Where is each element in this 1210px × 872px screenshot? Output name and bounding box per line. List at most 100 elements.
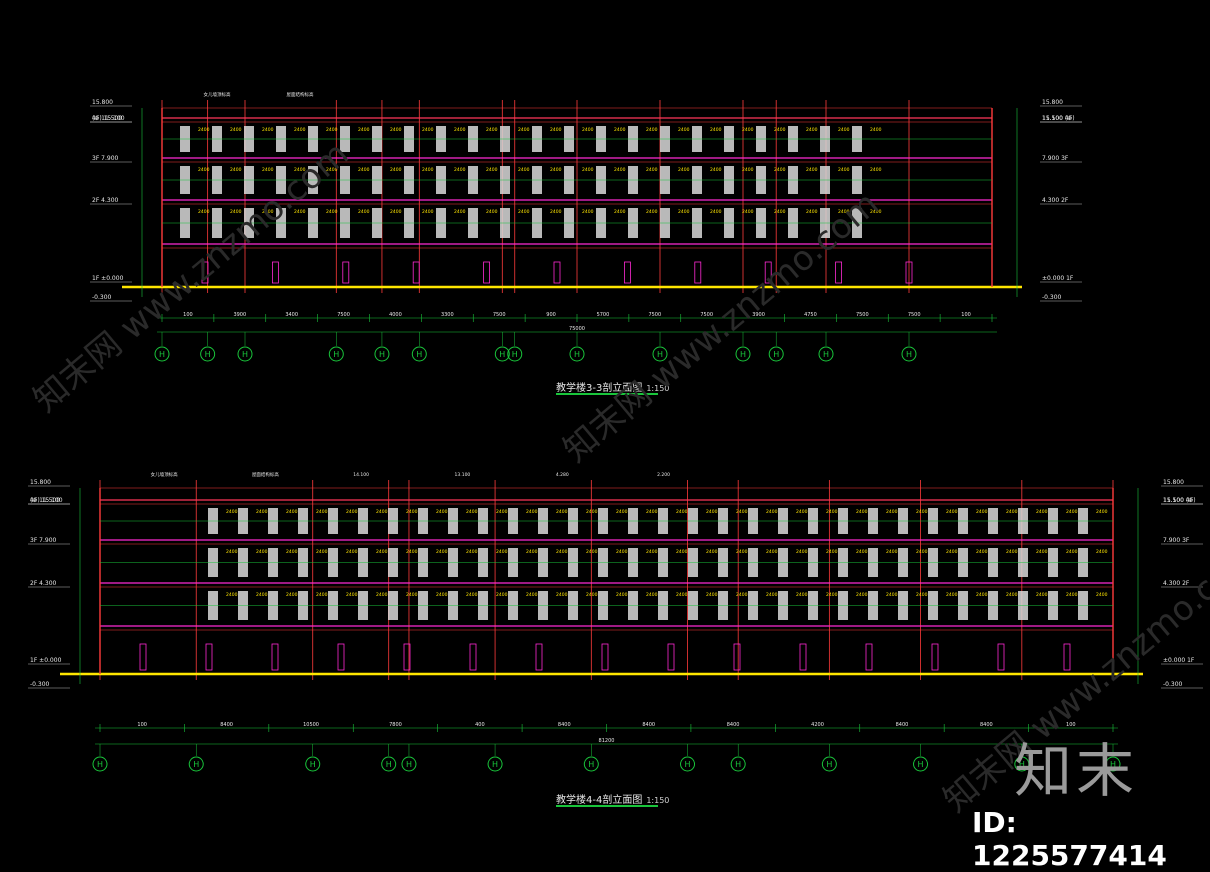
annotation-note: 屋面结构标高	[252, 471, 279, 478]
axis-bubble	[154, 346, 170, 362]
dim-value: 4750	[804, 312, 817, 318]
axis-bubble	[735, 346, 751, 362]
window-dim: 2400	[614, 209, 626, 215]
right-level-mark: ±0.000 1F	[1163, 657, 1195, 664]
window-dim: 2400	[706, 592, 718, 598]
section-3-3-elevation: 2400 2400 2400 2400 2400 2400 2400 2400 2400 2400…	[90, 91, 1082, 362]
door-frame	[799, 643, 807, 671]
dim-value: 3900	[233, 312, 246, 318]
axis-bubble	[901, 346, 917, 362]
window-dim: 2400	[1096, 592, 1108, 598]
annotation-note: 女儿墙顶标高	[151, 471, 178, 478]
window-dim: 2400	[422, 127, 434, 133]
window-dim: 2400	[226, 592, 238, 598]
dim-value: 4200	[811, 722, 824, 728]
door-frame	[201, 261, 209, 284]
dim-value: 8400	[896, 722, 909, 728]
window-dim: 2400	[294, 167, 306, 173]
window-dim: 2400	[496, 549, 508, 555]
dim-value: 100	[183, 312, 193, 318]
window-dim: 2400	[286, 509, 298, 515]
axis-label: H	[193, 760, 199, 769]
axis-label: H	[512, 350, 518, 359]
dim-value: 7500	[493, 312, 506, 318]
left-level-mark: 15.800	[92, 99, 113, 106]
window-dim: 2400	[406, 549, 418, 555]
left-level-mark: 2F 4.300	[30, 580, 57, 587]
window-dim: 2400	[946, 509, 958, 515]
window-dim: 2400	[646, 209, 658, 215]
window-dim: 2400	[976, 549, 988, 555]
window-dim: 2400	[838, 127, 850, 133]
window-dim: 2400	[518, 209, 530, 215]
dim-value: 100	[1066, 722, 1076, 728]
axis-bubble	[381, 756, 397, 772]
window-dim: 2400	[358, 127, 370, 133]
left-level-mark: 4F 11.500	[30, 497, 60, 504]
window-dim: 2400	[806, 167, 818, 173]
window-dim: 2400	[358, 167, 370, 173]
axis-bubble	[92, 756, 108, 772]
window-dim: 2400	[766, 509, 778, 515]
window-dim: 2400	[1066, 592, 1078, 598]
window-dim: 2400	[976, 509, 988, 515]
dim-value: 7500	[648, 312, 661, 318]
window-dim: 2400	[518, 127, 530, 133]
dim-value: 3300	[441, 312, 454, 318]
door-frame	[997, 643, 1005, 671]
window-dim: 2400	[586, 509, 598, 515]
window-dim: 2400	[582, 209, 594, 215]
window-dim: 2400	[614, 167, 626, 173]
left-level-mark: 3F 7.900	[92, 155, 119, 162]
axis-label: H	[823, 350, 829, 359]
right-level-mark: 15.800	[1042, 99, 1063, 106]
axis-bubble	[305, 756, 321, 772]
door-frame	[469, 643, 477, 671]
window-dim: 2400	[916, 509, 928, 515]
door-frame	[931, 643, 939, 671]
window-dim: 2400	[838, 209, 850, 215]
window-dim: 2400	[766, 592, 778, 598]
dim-value: 100	[961, 312, 971, 318]
axis-bubble	[1105, 756, 1121, 772]
window-dim: 2400	[518, 167, 530, 173]
door-frame	[535, 643, 543, 671]
window-dim: 2400	[1006, 509, 1018, 515]
door-frame	[1063, 643, 1071, 671]
door-frame	[139, 643, 147, 671]
axis-bubble	[913, 756, 929, 772]
window-dim: 2400	[346, 549, 358, 555]
left-level-mark: -0.300	[92, 294, 112, 301]
axis-label: H	[492, 760, 498, 769]
axis-bubble	[818, 346, 834, 362]
window-dim: 2400	[678, 167, 690, 173]
window-dim: 2400	[1036, 509, 1048, 515]
annotation-note: 4.280	[556, 472, 569, 478]
axis-label: H	[499, 350, 505, 359]
section-4-4-scale: 1:150	[646, 796, 670, 805]
dim-value: 8400	[642, 722, 655, 728]
dim-value: 3900	[752, 312, 765, 318]
window-dim: 2400	[856, 509, 868, 515]
window-dim: 2400	[294, 127, 306, 133]
watermark-logo: 知末	[1014, 737, 1139, 805]
window-dim: 2400	[916, 549, 928, 555]
dim-value: 8400	[220, 722, 233, 728]
window-dim: 2400	[390, 127, 402, 133]
window-dim: 2400	[806, 209, 818, 215]
axis-bubble	[200, 346, 216, 362]
window-dim: 2400	[526, 549, 538, 555]
window-dim: 2400	[262, 167, 274, 173]
window-dim: 2400	[346, 592, 358, 598]
axis-bubble	[569, 346, 585, 362]
axis-label: H	[826, 760, 832, 769]
door-frame	[835, 261, 842, 284]
right-level-mark: -0.300	[1042, 294, 1062, 301]
axis-label: H	[685, 760, 691, 769]
door-frame	[667, 643, 675, 671]
window-dim: 2400	[742, 209, 754, 215]
window-dim: 2400	[646, 549, 658, 555]
window-dim: 2400	[586, 549, 598, 555]
window-dim: 2400	[826, 592, 838, 598]
